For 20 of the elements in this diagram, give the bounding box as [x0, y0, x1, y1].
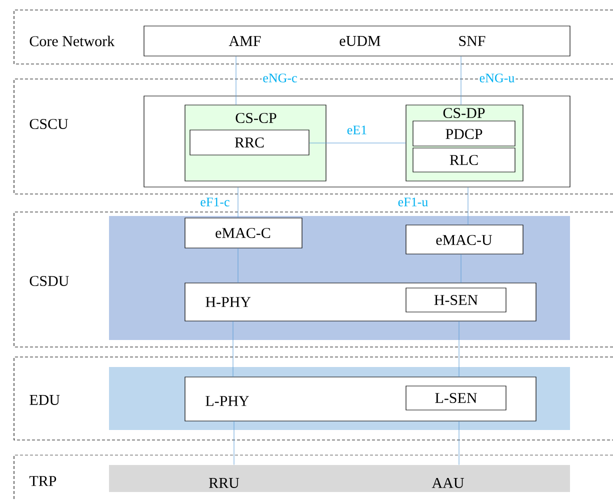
edge-label: eF1-u — [396, 196, 430, 208]
function-box: AMF eUDM SNF — [144, 26, 570, 56]
protocol-box: RRC — [190, 130, 310, 156]
edge-label: eE1 — [346, 124, 368, 136]
edge-label: eNG-u — [478, 72, 516, 84]
protocol-box: PDCP — [412, 120, 516, 146]
connector-line — [458, 421, 460, 466]
protocol-box: L-SEN — [406, 386, 506, 410]
connector-line — [460, 254, 462, 283]
connector-line — [460, 56, 462, 105]
connector-line — [458, 321, 460, 377]
protocol-box: eMAC-U — [406, 224, 524, 254]
connector-line — [309, 142, 406, 144]
protocol-box: eMAC-C — [184, 218, 302, 248]
protocol-box: RLC — [412, 148, 516, 172]
radio-unit-bar: RRU AAU — [109, 465, 570, 492]
protocol-box: H-SEN — [406, 288, 506, 312]
edge-label: eF1-c — [199, 196, 231, 208]
connector-line — [232, 321, 234, 377]
edge-label: eNG-c — [262, 72, 298, 84]
